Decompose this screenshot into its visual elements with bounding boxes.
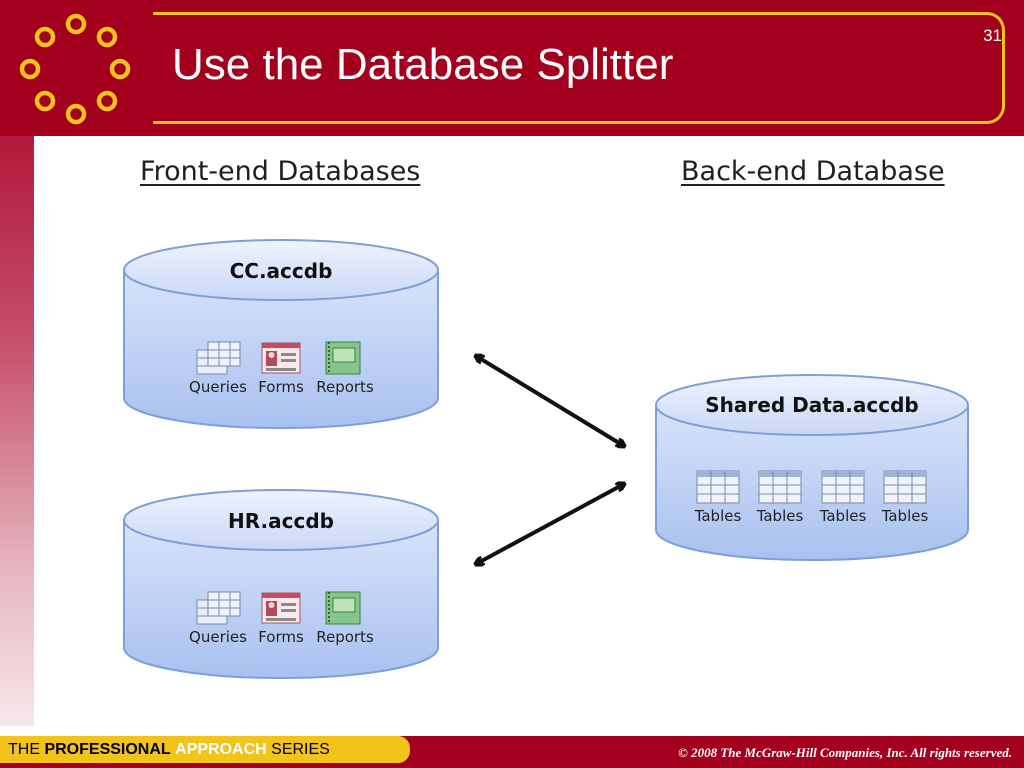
copyright-text: © 2008 The McGraw-Hill Companies, Inc. A… — [678, 745, 1012, 760]
slide-number: 31 — [983, 26, 1002, 45]
tables-label: Tables — [694, 507, 742, 525]
table-icon — [821, 470, 865, 504]
tables-label: Tables — [881, 507, 929, 525]
tables-label: Tables — [756, 507, 804, 525]
reports-icon — [325, 341, 361, 375]
cc-to-shared-arrow — [476, 356, 624, 446]
table-icon — [696, 470, 740, 504]
queries-icon — [196, 341, 241, 375]
series-professional: PROFESSIONAL — [44, 741, 171, 758]
hr-to-shared-arrow — [476, 484, 624, 564]
cc-database-label: CC.accdb — [230, 259, 333, 283]
forms-icon — [261, 592, 301, 624]
queries-label: Queries — [189, 378, 247, 396]
reports-label: Reports — [316, 628, 374, 646]
tables-label: Tables — [819, 507, 867, 525]
page-title: Use the Database Splitter — [172, 40, 674, 89]
shared-database-label: Shared Data.accdb — [705, 393, 918, 417]
forms-label: Forms — [258, 628, 304, 646]
front-end-heading: Front-end Databases — [140, 156, 421, 187]
table-icon — [883, 470, 927, 504]
queries-label: Queries — [189, 628, 247, 646]
title-frame — [153, 12, 1005, 124]
left-gradient-band — [0, 136, 34, 726]
forms-icon — [261, 342, 301, 374]
series-the: THE — [8, 741, 45, 758]
circles-logo-icon — [19, 13, 131, 125]
reports-icon — [325, 591, 361, 625]
series-approach: APPROACH — [175, 741, 267, 758]
forms-label: Forms — [258, 378, 304, 396]
reports-label: Reports — [316, 378, 374, 396]
hr-database-label: HR.accdb — [228, 509, 334, 533]
series-series: SERIES — [271, 741, 330, 758]
shared-database-cylinder — [655, 374, 969, 561]
queries-icon — [196, 591, 241, 625]
back-end-heading: Back-end Database — [681, 156, 945, 187]
table-icon — [758, 470, 802, 504]
series-badge: THE PROFESSIONAL APPROACH SERIES — [0, 736, 410, 763]
